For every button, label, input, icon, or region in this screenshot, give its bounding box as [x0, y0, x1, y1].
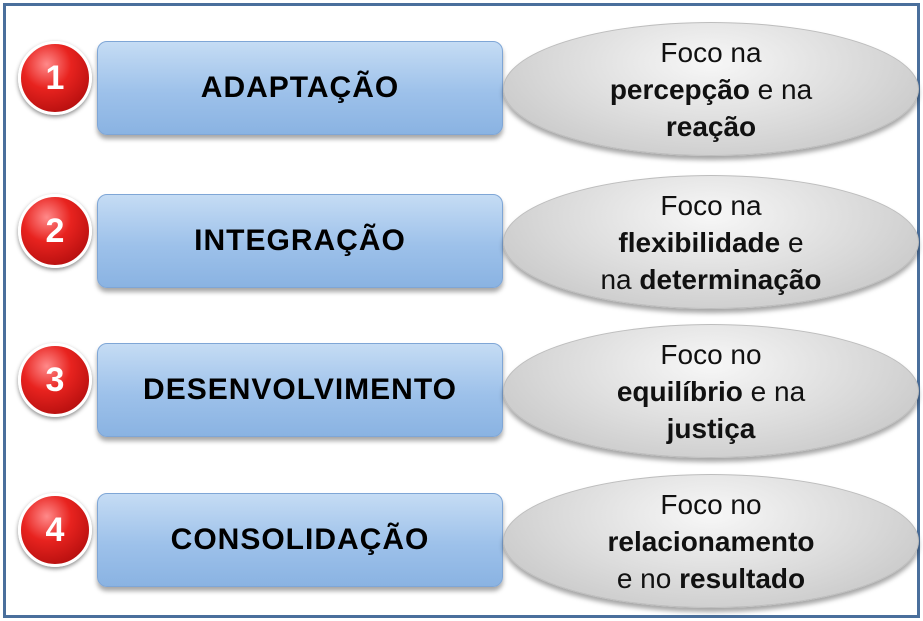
focus-keyword: percepção [609, 73, 750, 105]
focus-connector: e [780, 226, 804, 258]
stage-row-3: 3 DESENVOLVIMENTO Foco no equilíbrio e n… [6, 318, 923, 458]
stage-focus-ellipse: Foco no relacionamento e no resultado [503, 474, 919, 608]
focus-keyword: relacionamento [607, 525, 815, 557]
focus-keyword: flexibilidade [618, 226, 781, 258]
diagram-frame: 1 ADAPTAÇÃO Foco na percepção e na reaçã… [3, 3, 920, 618]
focus-text: Foco na flexibilidade e na determinação [600, 187, 821, 298]
stage-label-box: DESENVOLVIMENTO [97, 343, 503, 437]
stage-number-badge: 1 [18, 41, 92, 115]
stage-row-1: 1 ADAPTAÇÃO Foco na percepção e na reaçã… [6, 16, 923, 156]
stage-label-box: ADAPTAÇÃO [97, 41, 503, 135]
stage-label-box: INTEGRAÇÃO [97, 194, 503, 288]
focus-line-1: Foco no [660, 338, 762, 370]
focus-line-1: Foco no [660, 488, 762, 520]
stage-label-box: CONSOLIDAÇÃO [97, 493, 503, 587]
focus-text: Foco no equilíbrio e na justiça [617, 336, 805, 447]
stage-row-4: 4 CONSOLIDAÇÃO Foco no relacionamento e … [6, 468, 923, 608]
focus-line-1: Foco na [660, 36, 762, 68]
stage-focus-ellipse: Foco no equilíbrio e na justiça [503, 324, 919, 458]
focus-connector: e no [616, 562, 680, 594]
focus-connector: na [600, 263, 640, 295]
focus-keyword: equilíbrio [616, 375, 743, 407]
focus-text: Foco na percepção e na reação [610, 34, 812, 145]
stage-number-badge: 2 [18, 194, 92, 268]
stage-focus-ellipse: Foco na flexibilidade e na determinação [503, 175, 919, 309]
stage-number-badge: 4 [18, 493, 92, 567]
focus-keyword: justiça [666, 412, 756, 444]
focus-connector: e na [749, 73, 813, 105]
focus-connector: e na [742, 375, 806, 407]
focus-text: Foco no relacionamento e no resultado [608, 486, 815, 597]
focus-line-1: Foco na [660, 189, 762, 221]
focus-keyword: resultado [679, 562, 806, 594]
stage-number-badge: 3 [18, 343, 92, 417]
stage-focus-ellipse: Foco na percepção e na reação [503, 22, 919, 156]
stage-row-2: 2 INTEGRAÇÃO Foco na flexibilidade e na … [6, 169, 923, 309]
focus-keyword: reação [665, 110, 757, 142]
focus-keyword: determinação [639, 263, 822, 295]
